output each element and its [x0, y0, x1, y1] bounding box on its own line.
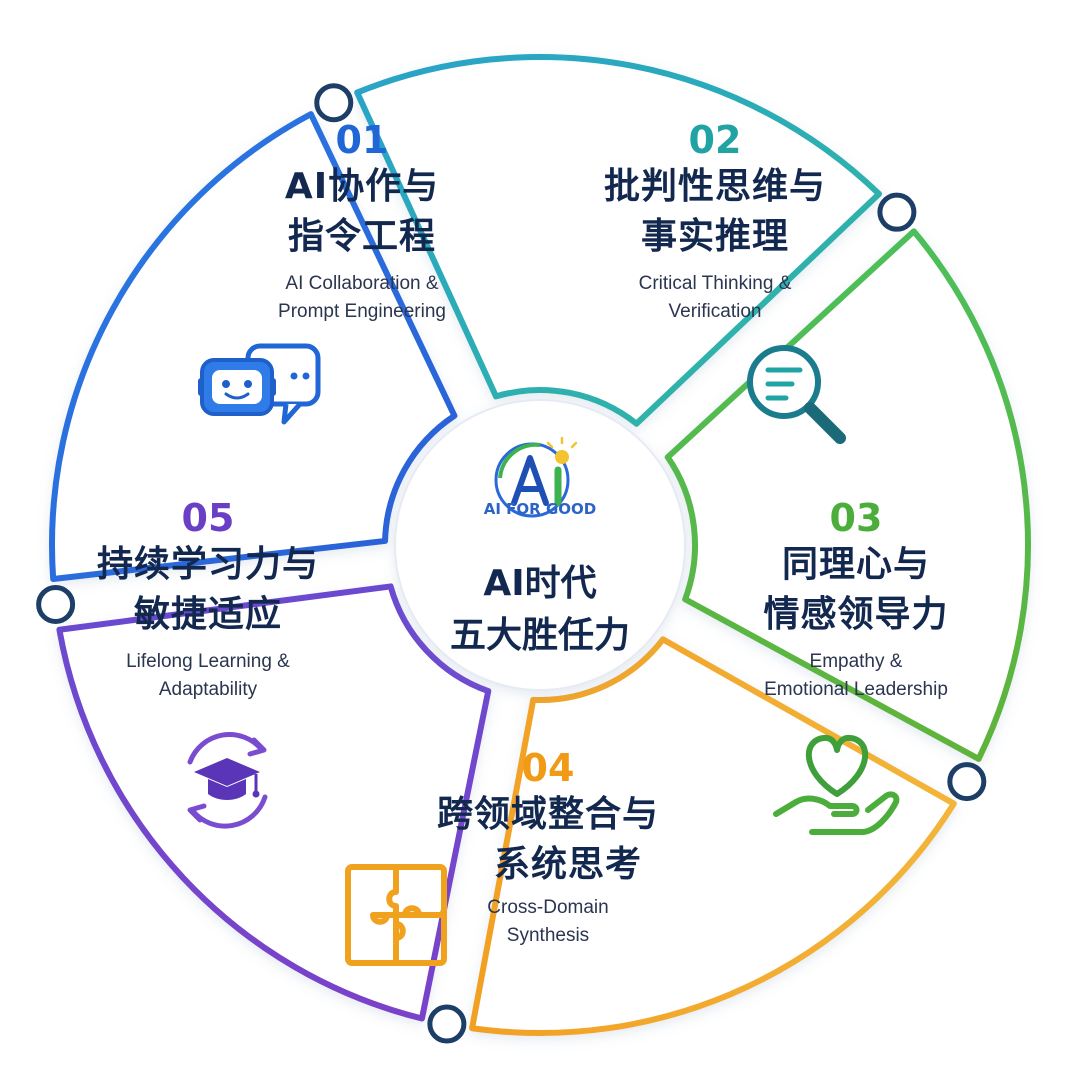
segment-title-en: Prompt Engineering: [278, 301, 446, 322]
segment-title-en: Emotional Leadership: [764, 679, 948, 700]
segment-02-text: 02 批判性思维与 事实推理 Critical Thinking & Verif…: [604, 118, 826, 326]
segment-title-zh: 批判性思维与: [603, 166, 827, 207]
magnifier-icon: [747, 345, 846, 444]
segment-01-text: 01 AI协作与 指令工程 AI Collaboration & Prompt …: [278, 118, 446, 326]
segment-number: 04: [521, 746, 575, 790]
segment-title-en: Cross-Domain: [487, 897, 609, 918]
segment-title-en: Synthesis: [506, 925, 590, 946]
segment-03-text: 03 同理心与 情感领导力 Empathy & Emotional Leader…: [763, 496, 948, 704]
center-title: AI时代 五大胜任力: [450, 558, 630, 662]
segment-title-en: Adaptability: [158, 679, 258, 700]
segment-title-zh: 同理心与: [781, 544, 931, 585]
segment-number: 05: [181, 496, 235, 540]
chatbot-icon: [198, 343, 321, 425]
segment-04-text: 04 跨领域整合与 系统思考 Cross-Domain Synthesis: [437, 746, 659, 950]
heart-hand-icon: [773, 734, 900, 835]
center-title-line2: 五大胜任力: [449, 615, 631, 656]
logo-text: AI FOR GOOD: [483, 500, 597, 518]
segment-title-en: Verification: [668, 301, 762, 322]
segment-title-en: Empathy &: [809, 651, 903, 672]
ring-node: [427, 1004, 467, 1044]
segment-05-text: 05 持续学习力与 敏捷适应 Lifelong Learning & Adapt…: [97, 496, 319, 704]
segment-02-shape: [354, 54, 882, 427]
ring-node: [877, 192, 917, 232]
segment-title-zh: 持续学习力与: [96, 544, 320, 585]
segment-title-zh: 系统思考: [493, 844, 643, 885]
puzzle-icon: [345, 864, 447, 966]
ai-for-good-logo: [494, 436, 578, 518]
segment-number: 03: [829, 496, 883, 540]
graduation-cycle-icon: [187, 732, 268, 829]
segment-number: 02: [688, 118, 742, 162]
segment-title-zh: 事实推理: [640, 216, 790, 257]
segment-title-zh: 指令工程: [287, 216, 436, 257]
segment-title-en: Critical Thinking &: [638, 273, 792, 294]
segment-title-zh: AI协作与: [284, 166, 440, 207]
ring-node: [36, 584, 76, 624]
segment-title-zh: 情感领导力: [763, 594, 949, 635]
segment-title-en: Lifelong Learning &: [126, 651, 290, 672]
segment-title-zh: 跨领域整合与: [436, 794, 660, 835]
center-title-line1: AI时代: [483, 563, 597, 604]
segment-03-shape: [664, 228, 1031, 762]
segment-05-shape: [56, 583, 492, 1022]
segment-number: 01: [335, 118, 389, 162]
segment-title-en: AI Collaboration &: [285, 273, 439, 294]
segment-title-zh: 敏捷适应: [133, 594, 283, 635]
ring-node: [947, 762, 987, 802]
ring-node: [314, 83, 354, 123]
center-hub: [394, 399, 686, 691]
